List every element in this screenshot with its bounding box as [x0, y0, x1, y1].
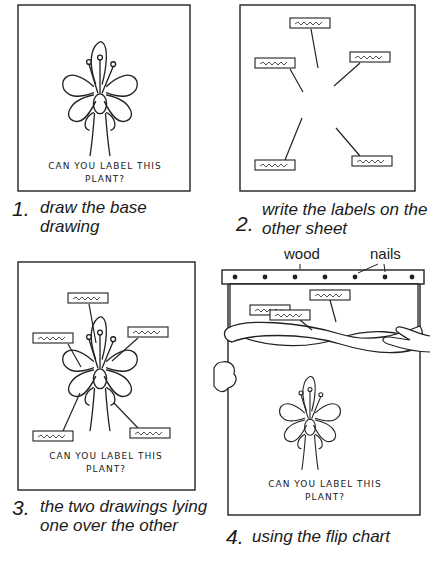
step-number: 2. — [236, 212, 254, 236]
part-label: nails — [370, 245, 401, 262]
part-label: wood — [284, 245, 320, 262]
step-number: 1. — [12, 197, 30, 221]
step-caption: write the labels on the other sheet — [262, 200, 430, 238]
sheet-caption: CAN YOU LABEL THIS PLANT? — [250, 478, 400, 504]
step-number: 3. — [12, 496, 30, 520]
step-caption: the two drawings lying one over the othe… — [40, 497, 210, 535]
step-number: 4. — [226, 525, 244, 549]
sheet-caption: CAN YOU LABEL THIS PLANT? — [31, 450, 181, 476]
step-caption: using the flip chart — [252, 527, 434, 546]
step-caption: draw the base drawing — [40, 198, 190, 236]
sheet-caption: CAN YOU LABEL THIS PLANT? — [30, 160, 180, 186]
